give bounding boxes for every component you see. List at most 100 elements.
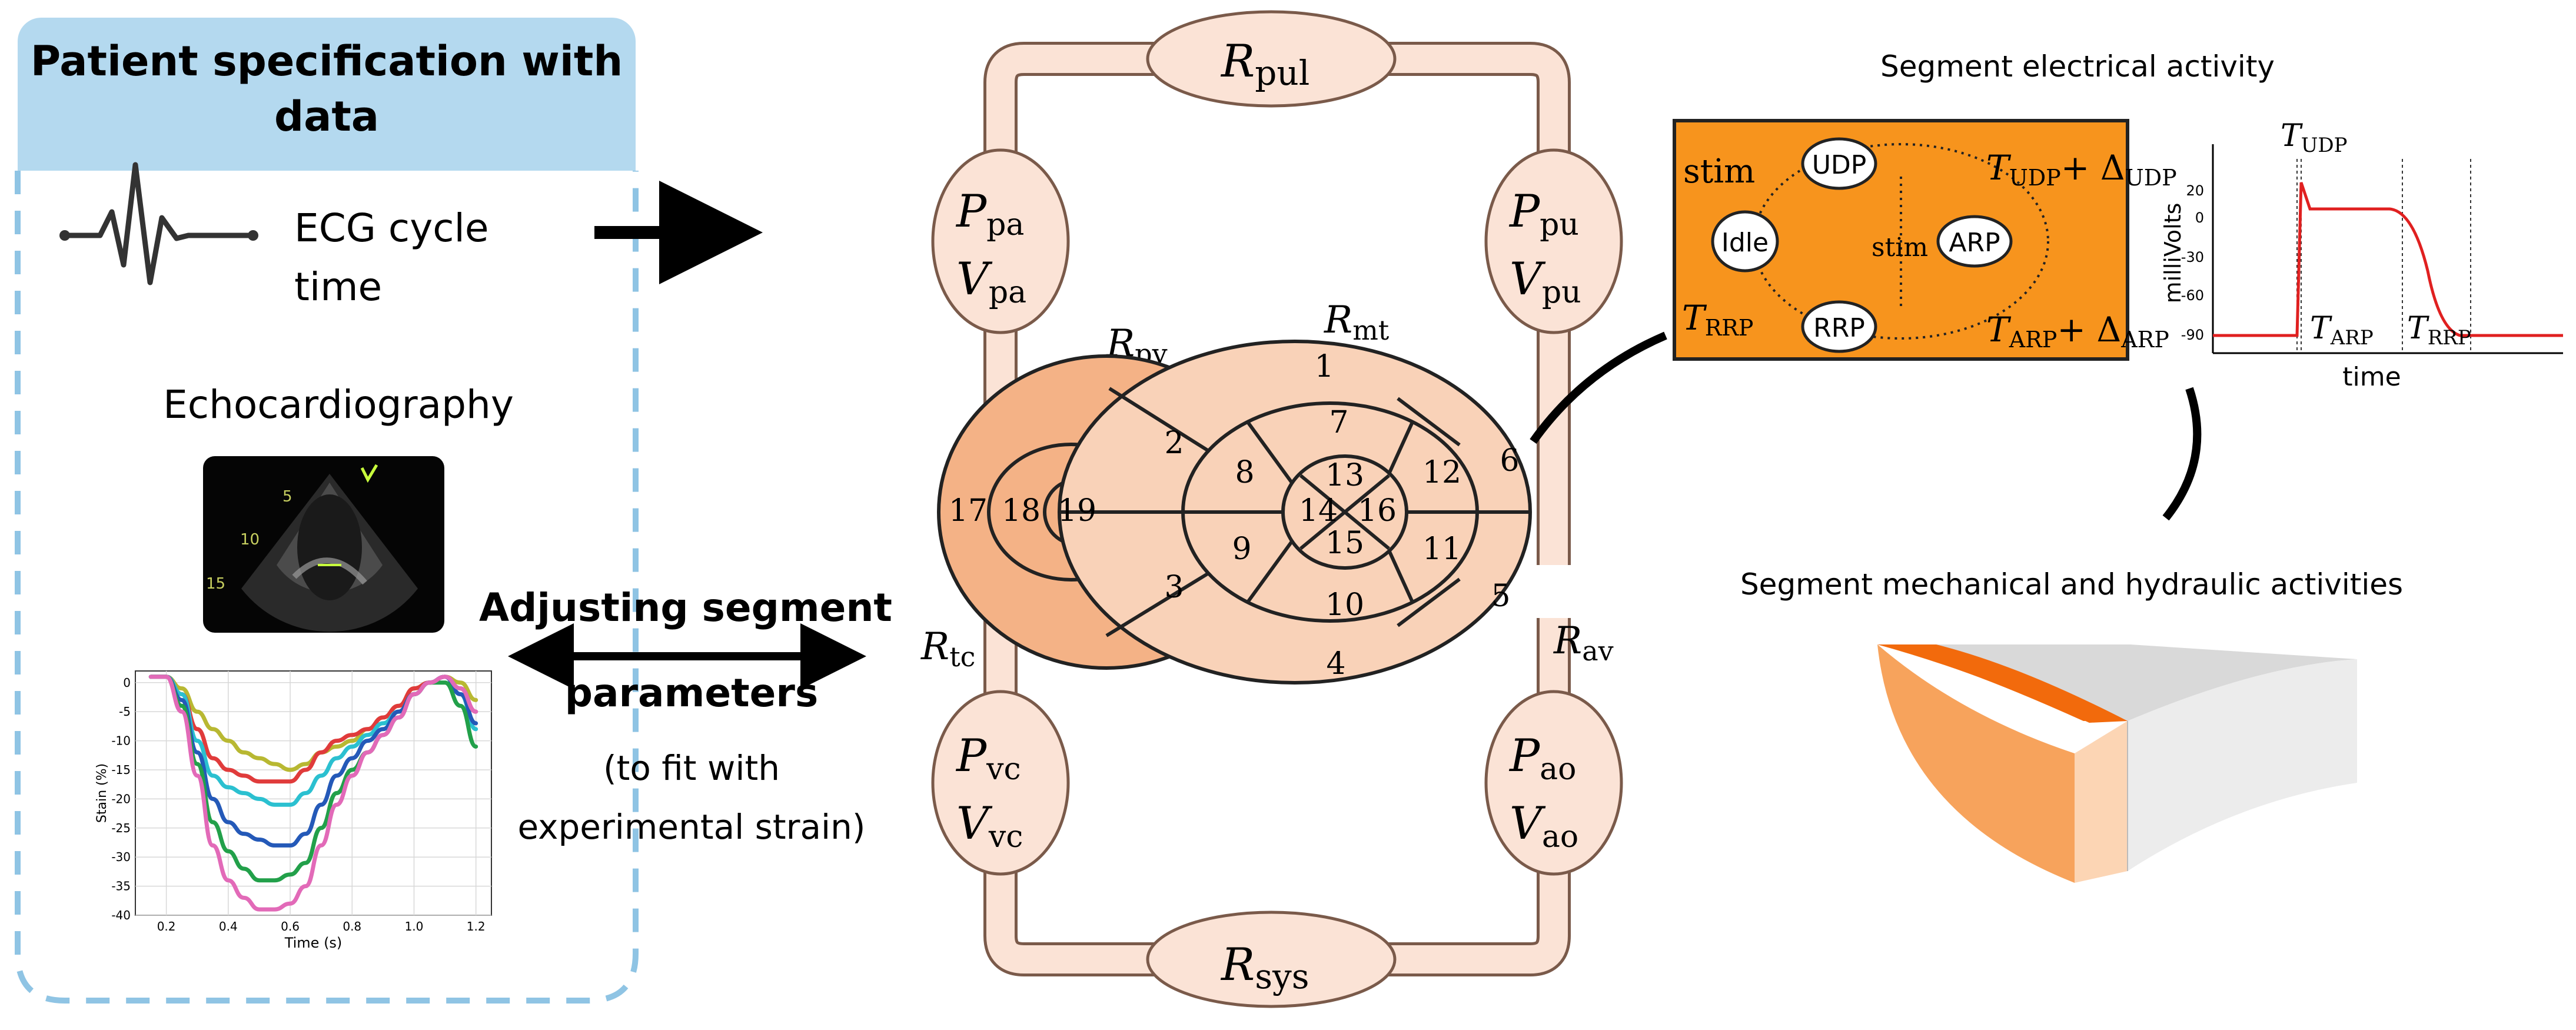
state-udp xyxy=(1801,137,1877,190)
seg-line xyxy=(1387,421,1414,475)
v-pa-label: Vpa xyxy=(956,252,1026,310)
segment-14: 14 xyxy=(1299,493,1338,529)
strain-ytick-label: -30 xyxy=(111,850,131,864)
circulation-loop xyxy=(931,10,1623,1008)
segment-3: 3 xyxy=(1164,570,1184,605)
ap-ytick: 20 xyxy=(2186,182,2204,199)
echo-tick-10: 10 xyxy=(240,531,260,549)
ap-ytick: -30 xyxy=(2181,249,2204,265)
seg-line xyxy=(1108,387,1211,453)
segment-11: 11 xyxy=(1422,531,1461,567)
segment-19: 19 xyxy=(1058,493,1096,529)
segment-2: 2 xyxy=(1164,426,1184,461)
r-mt-label: Rmt xyxy=(1324,298,1390,346)
stim-left-label: stim xyxy=(1683,152,1755,191)
strain-ytick-label: -15 xyxy=(111,763,131,777)
seg-line xyxy=(1105,571,1211,637)
ap-ytick: 0 xyxy=(2195,210,2204,226)
seg-line xyxy=(1387,549,1414,603)
strain-xtick-label: 0.8 xyxy=(343,919,361,933)
ap-t-arp-label: TARP xyxy=(2310,311,2374,350)
mech-front-orange xyxy=(1877,644,2075,883)
strain-ytick-label: -10 xyxy=(111,734,131,748)
r-av-label: Rav xyxy=(1553,619,1614,667)
mechanical-segment-3d xyxy=(1877,644,2357,883)
ecg-label-line2: time xyxy=(294,264,382,310)
adjust-label-line1: Adjusting segment xyxy=(479,585,892,630)
state-idle-label: Idle xyxy=(1721,228,1769,258)
strain-ytick-label: -20 xyxy=(111,792,131,806)
seg-line xyxy=(1397,577,1461,627)
seg-line xyxy=(1299,474,1390,550)
v-pu-label: Vpu xyxy=(1510,252,1581,310)
strain-ytick-label: -35 xyxy=(111,879,131,893)
segment-10: 10 xyxy=(1325,587,1364,623)
strain-xtick-label: 0.4 xyxy=(219,919,238,933)
electrical-to-mechanical-connector xyxy=(2162,387,2202,521)
patient-panel: Patient specification with data ECG cycl… xyxy=(15,18,639,1004)
strain-ytick-label: -25 xyxy=(111,821,131,835)
strain-xtick-label: 1.2 xyxy=(467,919,486,933)
r-pul-label: Rpul xyxy=(1220,35,1309,93)
strain-ytick-label: -5 xyxy=(119,705,131,719)
ap-xlabel: time xyxy=(2342,362,2401,392)
action-potential-plot: 20 0 -30 -60 -90 milliVolts time TUDP TA… xyxy=(2160,118,2563,392)
strain-ytick-label: -40 xyxy=(111,908,131,922)
t-rrp-label: TRRP xyxy=(1682,298,1753,341)
segment-5: 5 xyxy=(1491,579,1510,614)
ecg-label-line1: ECG cycle xyxy=(294,205,488,251)
strain-ylabel: Stain (%) xyxy=(95,763,109,823)
strain-xlabel: Time (s) xyxy=(284,935,343,951)
adjust-label-line2: parameters xyxy=(565,670,819,716)
t-arp-delta-label: TARP+ ΔARP xyxy=(1986,310,2169,353)
v-ao-label: Vao xyxy=(1510,797,1578,855)
strain-xtick-label: 0.2 xyxy=(157,919,176,933)
bullseye-numbers: 1 2 3 4 5 6 7 8 9 10 11 12 13 14 15 16 1… xyxy=(949,349,1520,682)
echocardiography-image: 5 10 15 xyxy=(203,456,444,633)
strain-xtick-label: 1.0 xyxy=(405,919,424,933)
compartment-pu xyxy=(1484,148,1623,334)
segment-12: 12 xyxy=(1422,455,1461,490)
seg-line xyxy=(1246,421,1294,484)
strain-xtick-label: 0.6 xyxy=(281,919,300,933)
mechanical-title: Segment mechanical and hydraulic activit… xyxy=(1740,567,2403,602)
stim-center-label: stim xyxy=(1872,232,1928,263)
p-pu-label: Ppu xyxy=(1508,185,1579,242)
compartment-ao xyxy=(1484,690,1623,876)
seg-line xyxy=(1397,397,1461,447)
segment-16: 16 xyxy=(1358,493,1397,529)
bullseye-to-electrical-connector xyxy=(1530,331,1667,444)
segment-4: 4 xyxy=(1326,646,1345,682)
r-sys-bulge xyxy=(1146,911,1397,1008)
segment-8: 8 xyxy=(1235,455,1254,490)
v-vc-label: Vvc xyxy=(956,797,1023,855)
segment-13: 13 xyxy=(1325,458,1364,493)
ap-t-udp-label: TUDP xyxy=(2281,118,2347,157)
panel-border xyxy=(15,171,639,1004)
state-arp xyxy=(1936,215,2013,268)
fit-label-line1: (to fit with xyxy=(603,748,780,788)
t-udp-delta-label: TUDP+ ΔUDP xyxy=(1986,148,2177,191)
compartment-pa xyxy=(931,148,1070,334)
mech-front-peach xyxy=(2075,721,2128,883)
state-idle xyxy=(1711,210,1779,273)
state-udp-label: UDP xyxy=(1812,150,1867,180)
strain-series-line-6 xyxy=(148,675,478,912)
echo-tick-15: 15 xyxy=(206,575,225,593)
electrical-title: Segment electrical activity xyxy=(1880,49,2275,84)
panel-title-line2: data xyxy=(274,92,379,141)
segment-7: 7 xyxy=(1329,405,1348,440)
electrical-state-machine: UDP ARP RRP Idle stim stim TUDP+ ΔUDP TA… xyxy=(1673,119,2177,361)
mech-top-dark xyxy=(1877,644,2128,723)
p-vc-label: Pvc xyxy=(955,729,1021,787)
r-sys-label: Rsys xyxy=(1220,938,1309,996)
ap-ytick: -90 xyxy=(2181,327,2204,343)
seg-line xyxy=(1246,540,1294,603)
compartment-vc xyxy=(931,690,1070,876)
state-arp-label: ARP xyxy=(1949,228,2000,258)
ap-curve xyxy=(2213,182,2563,337)
panel-title-line1: Patient specification with xyxy=(31,37,623,85)
fit-label-line2: experimental strain) xyxy=(517,807,865,847)
state-rrp-label: RRP xyxy=(1813,313,1865,343)
